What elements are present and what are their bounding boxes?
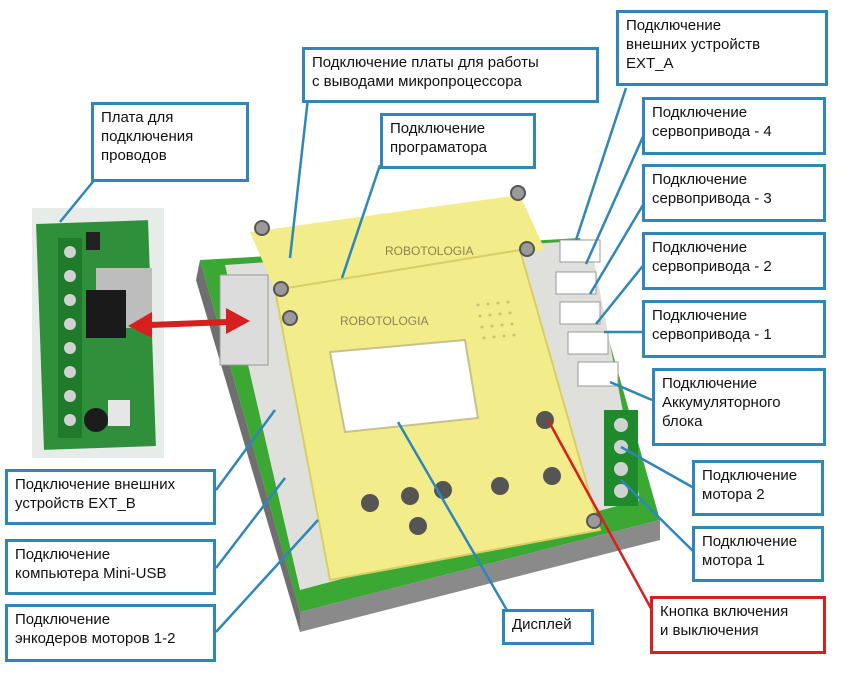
- label-servo-4: Подключение сервопривода - 4: [642, 97, 826, 155]
- screws: [254, 185, 602, 529]
- control-buttons: [361, 411, 561, 535]
- label-motor-1: Подключение мотора 1: [692, 526, 824, 582]
- label-display: Дисплей: [502, 609, 594, 645]
- label-servo-1: Подключение сервопривода - 1: [642, 300, 826, 358]
- label-wire-board: Плата для подключения проводов: [91, 102, 249, 182]
- label-ext-a: Подключение внешних устройств EXT_A: [616, 10, 828, 86]
- label-ext-b: Подключение внешних устройств EXT_B: [5, 469, 216, 525]
- label-mcu-board: Подключение платы для работы с выводами …: [302, 47, 599, 103]
- label-encoders: Подключение энкодеров моторов 1-2: [5, 604, 216, 662]
- front-panel-logo: ROBOTOLOGIA: [340, 314, 428, 328]
- label-mini-usb: Подключение компьютера Mini-USB: [5, 539, 216, 595]
- label-programmer: Подключение програматора: [380, 113, 536, 169]
- display-screen: [328, 338, 480, 434]
- label-servo-3: Подключение сервопривода - 3: [642, 164, 826, 222]
- terminal-block: [58, 238, 82, 438]
- servo-connectors: [555, 239, 619, 387]
- top-cover-logo: ROBOTOLOGIA: [385, 244, 473, 258]
- speaker-grille: [476, 300, 516, 340]
- top-cover: [250, 195, 545, 290]
- connection-arrow: [128, 308, 250, 338]
- power-leader: [546, 419, 655, 613]
- label-battery: Подключение Аккумуляторного блока: [652, 368, 826, 446]
- label-servo-2: Подключение сервопривода - 2: [642, 232, 826, 290]
- label-power-button: Кнопка включения и выключения: [650, 596, 826, 654]
- label-motor-2: Подключение мотора 2: [692, 460, 824, 516]
- leader-lines: [59, 87, 695, 633]
